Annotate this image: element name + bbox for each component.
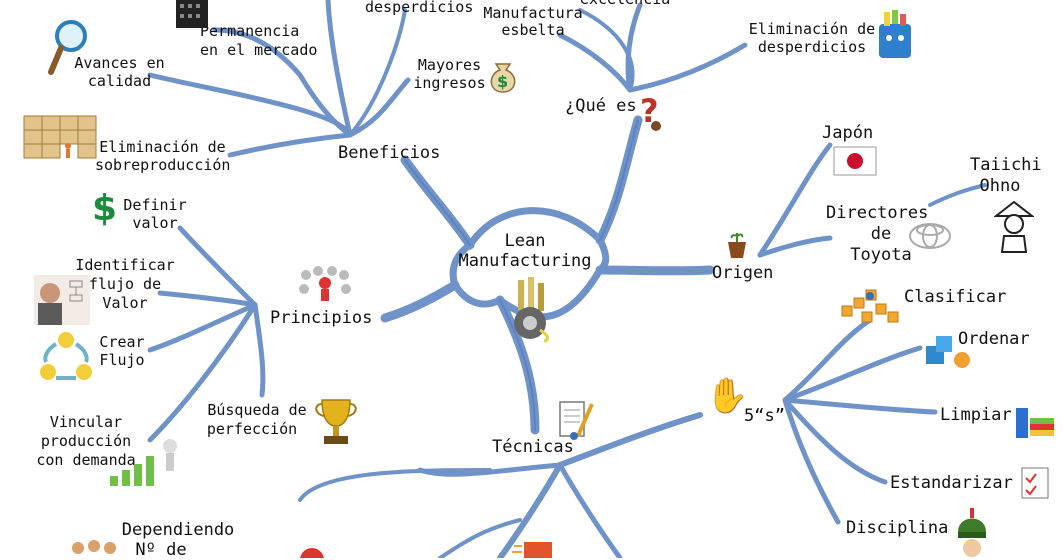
sorting-boxes-icon bbox=[841, 289, 899, 323]
principios-identificar-2: flujo de bbox=[88, 275, 162, 293]
origen-japon: Japón bbox=[822, 123, 874, 143]
toyota-logo-icon bbox=[909, 223, 951, 249]
alarm-clock-icon bbox=[300, 548, 324, 558]
principios-vincular-2: producción bbox=[40, 432, 132, 450]
5s-limpiar: Limpiar bbox=[940, 405, 1012, 425]
cycle-arrows-icon bbox=[40, 332, 92, 380]
que-es-manufactura-2: esbelta bbox=[501, 21, 565, 39]
magnifier-icon bbox=[48, 20, 87, 75]
growth-chart-icon bbox=[110, 439, 177, 486]
svg-text:$: $ bbox=[497, 72, 508, 91]
beneficios-avances-1: Avances en bbox=[74, 54, 165, 72]
boxes-stack-icon bbox=[23, 115, 97, 159]
tecnicas-dependiendo-1: Dependiendo bbox=[121, 520, 235, 540]
branch-center-origen bbox=[595, 265, 715, 276]
people-group-icon bbox=[72, 540, 116, 554]
principios-vincular-1: Vincular bbox=[49, 413, 123, 431]
que-es-manufactura-1: Manufactura bbox=[483, 4, 583, 22]
origen-directores-2: de bbox=[870, 224, 892, 244]
branch-beneficios: Beneficios bbox=[338, 143, 441, 163]
beneficios-desperdicios: desperdicios bbox=[365, 0, 474, 16]
origen-directores-3: Toyota bbox=[850, 245, 912, 265]
principios-identificar-1: Identificar bbox=[75, 256, 175, 274]
center-title-line1: Lean bbox=[504, 231, 546, 251]
5s-disciplina: Disciplina bbox=[846, 518, 949, 538]
principios-definir-2: valor bbox=[132, 214, 178, 232]
recycle-bin-icon bbox=[879, 10, 911, 58]
japan-flag-icon bbox=[833, 146, 877, 176]
origen-directores-1: Directores bbox=[826, 203, 929, 223]
beneficios-eliminacion-2: sobreproducción bbox=[95, 156, 231, 174]
svg-text:?: ? bbox=[640, 92, 659, 130]
checklist-icon bbox=[1021, 467, 1049, 499]
branch-principios: Principios bbox=[270, 308, 373, 328]
principios-busqueda-1: Búsqueda de bbox=[207, 401, 307, 419]
que-es-eliminacion-1: Eliminación de bbox=[748, 20, 876, 38]
branch-center-ring bbox=[449, 207, 610, 321]
blocks-icon bbox=[926, 336, 970, 368]
soldier-helmet-icon bbox=[958, 508, 986, 557]
5s-ordenar: Ordenar bbox=[958, 329, 1030, 349]
chinese-man-icon bbox=[994, 200, 1034, 253]
dollar-icon: $ bbox=[92, 188, 118, 229]
hand-five-icon: ✋ bbox=[706, 376, 749, 416]
beneficios-mayores-2: ingresos bbox=[413, 74, 486, 92]
origen-taiichi-2: Ohno bbox=[979, 176, 1021, 196]
origen-taiichi-1: Taiichi bbox=[970, 155, 1042, 175]
principios-vincular-3: con demanda bbox=[36, 451, 136, 469]
beneficios-avances-2: calidad bbox=[87, 72, 152, 90]
factory-gear-icon bbox=[514, 277, 549, 343]
money-bag-icon: $ bbox=[490, 63, 516, 93]
beneficios-permanencia-2: en el mercado bbox=[200, 41, 318, 59]
branch-tecnicas: Técnicas bbox=[492, 437, 574, 457]
center-title-line2: Manufacturing bbox=[458, 251, 592, 271]
question-mark-icon: ? bbox=[640, 92, 661, 131]
plant-pot-icon bbox=[728, 233, 746, 258]
trophy-icon bbox=[315, 399, 357, 444]
person-flowchart-icon bbox=[34, 275, 90, 325]
branch-que-es: ¿Qué es bbox=[565, 96, 637, 116]
beneficios-permanencia-1: Permanencia bbox=[200, 22, 300, 40]
tecnicas-5s: 5“s” bbox=[744, 406, 785, 426]
beneficios-eliminacion-1: Eliminación de bbox=[99, 138, 226, 156]
que-es-eliminacion-2: desperdicios bbox=[757, 38, 867, 56]
branch-center-principios bbox=[380, 280, 460, 323]
principios-crear-1: Crear bbox=[99, 333, 145, 351]
principios-definir-1: Definir bbox=[123, 196, 187, 214]
branch-origen: Origen bbox=[712, 263, 774, 283]
que-es-excelencia: excelencia bbox=[580, 0, 670, 9]
fast-box-icon bbox=[512, 542, 552, 558]
principios-busqueda-2: perfección bbox=[206, 420, 298, 438]
cleaning-supplies-icon bbox=[1016, 408, 1054, 438]
team-circle-icon bbox=[299, 266, 351, 301]
checklist-pencil-icon bbox=[559, 401, 594, 440]
5s-estandarizar: Estandarizar bbox=[890, 473, 1013, 493]
principios-identificar-3: Valor bbox=[102, 294, 148, 312]
building-icon bbox=[176, 0, 208, 28]
tecnicas-dependiendo-2: Nº de bbox=[135, 540, 187, 560]
principios-crear-2: Flujo bbox=[99, 351, 145, 369]
5s-clasificar: Clasificar bbox=[904, 287, 1007, 307]
beneficios-mayores-1: Mayores bbox=[417, 56, 482, 74]
